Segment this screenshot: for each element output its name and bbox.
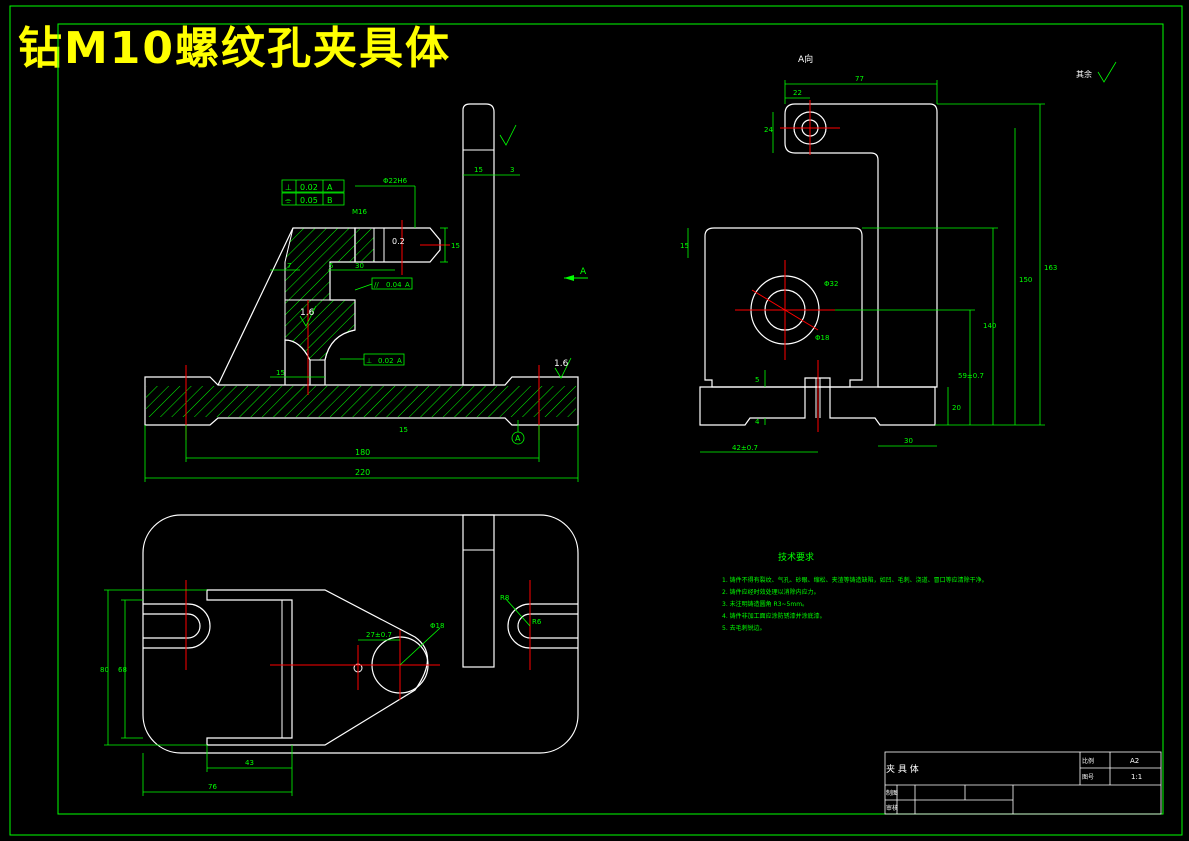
dim-phi32: Φ32 [824, 280, 838, 288]
dim-27: 27±0.7 [366, 631, 392, 639]
top-slot-right [507, 603, 578, 649]
dim-80: 80 [100, 666, 109, 674]
datum-marker: A [511, 420, 525, 445]
dim-m16: M16 [352, 208, 367, 216]
inner-frame [57, 23, 1164, 815]
dim-15d: 15 [399, 426, 408, 434]
sheet-value: A2 [1130, 757, 1139, 765]
view-label-a: A向 [798, 53, 813, 65]
label-drawn: 制图 [886, 789, 898, 797]
side-view-a: A向 [680, 53, 1117, 453]
dim-phi22: Φ22H6 [383, 177, 408, 185]
roughness-0-2: 0.2 [392, 237, 405, 246]
front-view: 180 220 Φ22H6 15 3 15 30 5 7 15 15 M16 ⊥… [144, 103, 588, 482]
dim-24: 24 [764, 126, 773, 134]
svg-text:⊥: ⊥ [366, 357, 372, 365]
roughness-note-symbol [1097, 61, 1117, 83]
svg-text:0.02: 0.02 [300, 183, 318, 192]
bracket-hatch-top [284, 227, 356, 301]
tolerance-frame-4: ⊥ 0.02 A [340, 353, 405, 366]
title-block [884, 751, 1162, 815]
svg-text:A: A [327, 183, 333, 192]
svg-text:0.02: 0.02 [378, 357, 394, 365]
roughness-symbol [299, 124, 572, 379]
svg-text://: // [374, 281, 379, 289]
dim-180: 180 [355, 448, 370, 457]
center-line [751, 289, 819, 331]
top-view: 80 68 43 76 27±0.7 Φ18 R8 R6 [100, 514, 579, 796]
bracket-hatch-mid [284, 299, 356, 361]
dim-30: 30 [355, 262, 364, 270]
label-sheet: 图号 [1082, 774, 1094, 781]
svg-text:A: A [405, 281, 410, 289]
svg-text:0.04: 0.04 [386, 281, 402, 289]
dim-30-side: 30 [904, 437, 913, 445]
top-post [462, 514, 495, 668]
dim-7: 7 [287, 262, 291, 270]
roughness-note: 其余 [1076, 69, 1092, 79]
dim-3: 3 [510, 166, 514, 174]
dim-phi18: Φ18 [815, 334, 829, 342]
dim-43: 43 [245, 759, 254, 767]
dim-15b: 15 [451, 242, 460, 250]
tech-item: 2. 铸件应经时效处理以消除内应力。 [722, 588, 820, 596]
svg-text:0.05: 0.05 [300, 196, 318, 205]
tolerance-frame-1: ⊥ 0.02 A [281, 179, 345, 193]
tech-item: 5. 去毛刺锐边。 [722, 624, 766, 632]
dim-r6: R6 [532, 618, 542, 626]
svg-text:⌯: ⌯ [285, 196, 292, 205]
svg-text:A: A [515, 434, 521, 443]
dim-163: 163 [1044, 264, 1057, 272]
vertical-post [462, 103, 495, 386]
dim-220: 220 [355, 468, 370, 477]
tolerance-frame-3: // 0.04 A [354, 277, 413, 291]
drawing-title: 钻M10螺纹孔夹具体 [18, 23, 452, 74]
side-top-arm [784, 103, 938, 388]
dim-4: 4 [755, 418, 760, 426]
boss-hatch [356, 229, 374, 261]
svg-text:B: B [327, 196, 333, 205]
side-body [704, 227, 863, 388]
dim-68: 68 [118, 666, 127, 674]
outer-frame [9, 5, 1183, 836]
roughness-1-6b: 1.6 [554, 359, 569, 369]
top-bracket [206, 589, 428, 746]
label-scale: 比例 [1082, 757, 1094, 765]
base-hatch [146, 386, 576, 417]
tech-heading: 技术要求 [778, 551, 814, 563]
roughness-1-6: 1.6 [300, 308, 315, 318]
dim-150: 150 [1019, 276, 1032, 284]
label-checked: 审核 [886, 804, 898, 812]
dim-140: 140 [983, 322, 996, 330]
tech-requirements: 技术要求 1. 铸件不得有裂纹、气孔、砂眼、缩松、夹渣等铸造缺陷，如凹、毛刺、浇… [722, 551, 988, 632]
part-name: 夹 具 体 [886, 763, 919, 775]
dim-22: 22 [793, 89, 802, 97]
dim-5: 5 [329, 262, 333, 270]
scale-value: 1:1 [1131, 773, 1142, 781]
svg-text:A: A [580, 267, 587, 277]
dim-15c: 15 [276, 369, 285, 377]
svg-text:⊥: ⊥ [285, 183, 292, 192]
dim-phi18-top: Φ18 [430, 622, 444, 630]
tolerance-frame-2: ⌯ 0.05 B [281, 192, 345, 206]
dim-77: 77 [855, 75, 864, 83]
dim-5-side: 5 [755, 376, 759, 384]
dim-59: 59±0.7 [958, 372, 984, 380]
dim-20: 20 [952, 404, 961, 412]
dim-15: 15 [680, 242, 689, 250]
top-slot-left [143, 603, 211, 649]
tech-item: 3. 未注明铸造圆角 R3~5mm。 [722, 600, 808, 608]
tech-item: 4. 铸件非加工面应涂防锈漆并涂底漆。 [722, 612, 826, 620]
dim-42: 42±0.7 [732, 444, 758, 452]
tech-item: 1. 铸件不得有裂纹、气孔、砂眼、缩松、夹渣等铸造缺陷，如凹、毛刺、浇道、冒口等… [722, 576, 988, 584]
upper-boss [354, 227, 441, 263]
view-arrow: A [564, 267, 588, 281]
dim-15a: 15 [474, 166, 483, 174]
top-plate [142, 514, 579, 754]
dim-r8: R8 [500, 594, 509, 602]
dim-76: 76 [208, 783, 217, 791]
svg-text:A: A [397, 357, 402, 365]
